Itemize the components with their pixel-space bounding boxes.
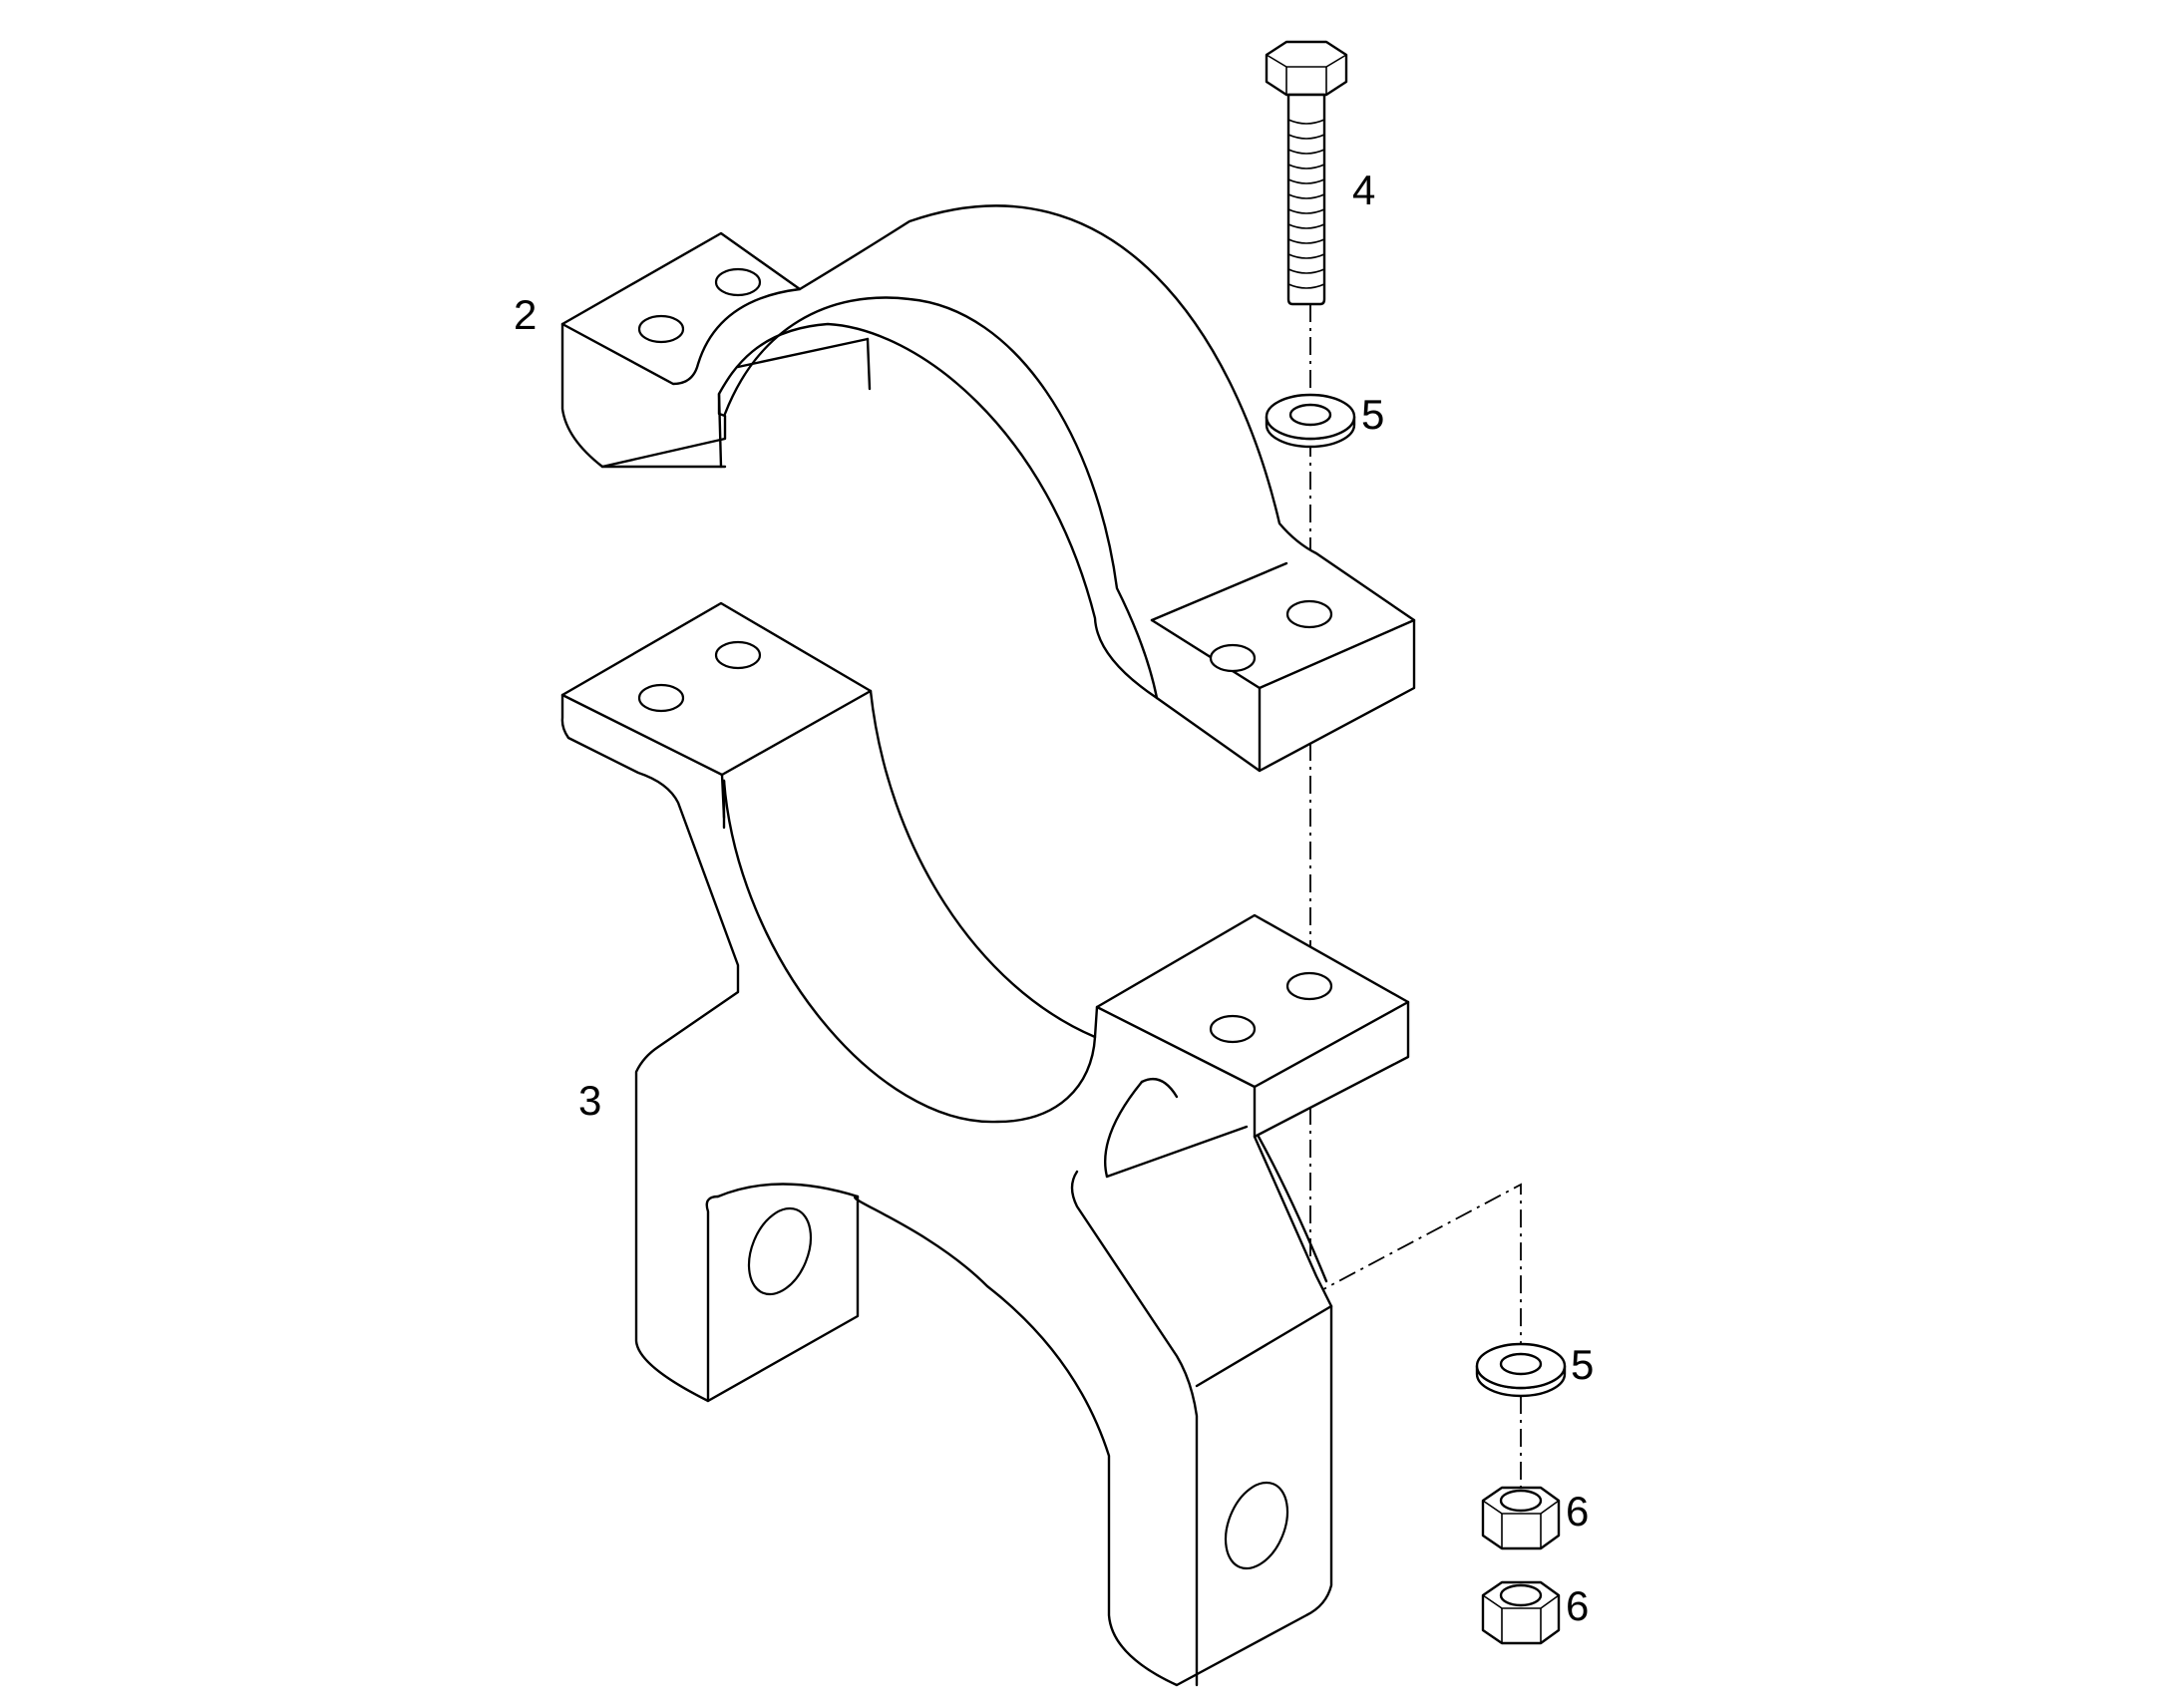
callout-item-6-lower: 6 — [1566, 1582, 1589, 1629]
callout-labels: 2 3 4 5 5 6 6 — [514, 167, 1594, 1629]
hex-nut-upper-icon — [1481, 1486, 1561, 1550]
callout-item-4: 4 — [1352, 167, 1375, 213]
flat-washer-lower-icon — [1475, 1342, 1567, 1398]
upper-clamp-half — [560, 204, 1416, 773]
callout-item-6-upper: 6 — [1566, 1488, 1589, 1535]
bolt-hole-icon — [637, 683, 685, 713]
bolt-hole-icon — [714, 640, 762, 670]
hex-bolt-icon — [1265, 40, 1348, 306]
bolt-hole-icon — [1285, 971, 1333, 1001]
lower-bracket — [560, 601, 1410, 1687]
bolt-hole-icon — [637, 314, 685, 344]
flat-washer-upper-icon — [1265, 393, 1356, 449]
bolt-hole-icon — [1209, 643, 1257, 673]
mounting-hole-icon — [747, 1206, 813, 1296]
callout-item-2: 2 — [514, 291, 537, 338]
callout-item-3: 3 — [578, 1077, 601, 1124]
callout-item-5-upper: 5 — [1361, 391, 1384, 438]
assembly-center-lines — [1309, 304, 1522, 1501]
bolt-hole-icon — [1209, 1014, 1257, 1044]
callout-item-5-lower: 5 — [1571, 1341, 1594, 1388]
mounting-hole-icon — [1224, 1481, 1289, 1570]
bolt-hole-icon — [714, 267, 762, 297]
hex-nut-lower-icon — [1481, 1580, 1561, 1645]
bolt-hole-icon — [1285, 599, 1333, 629]
